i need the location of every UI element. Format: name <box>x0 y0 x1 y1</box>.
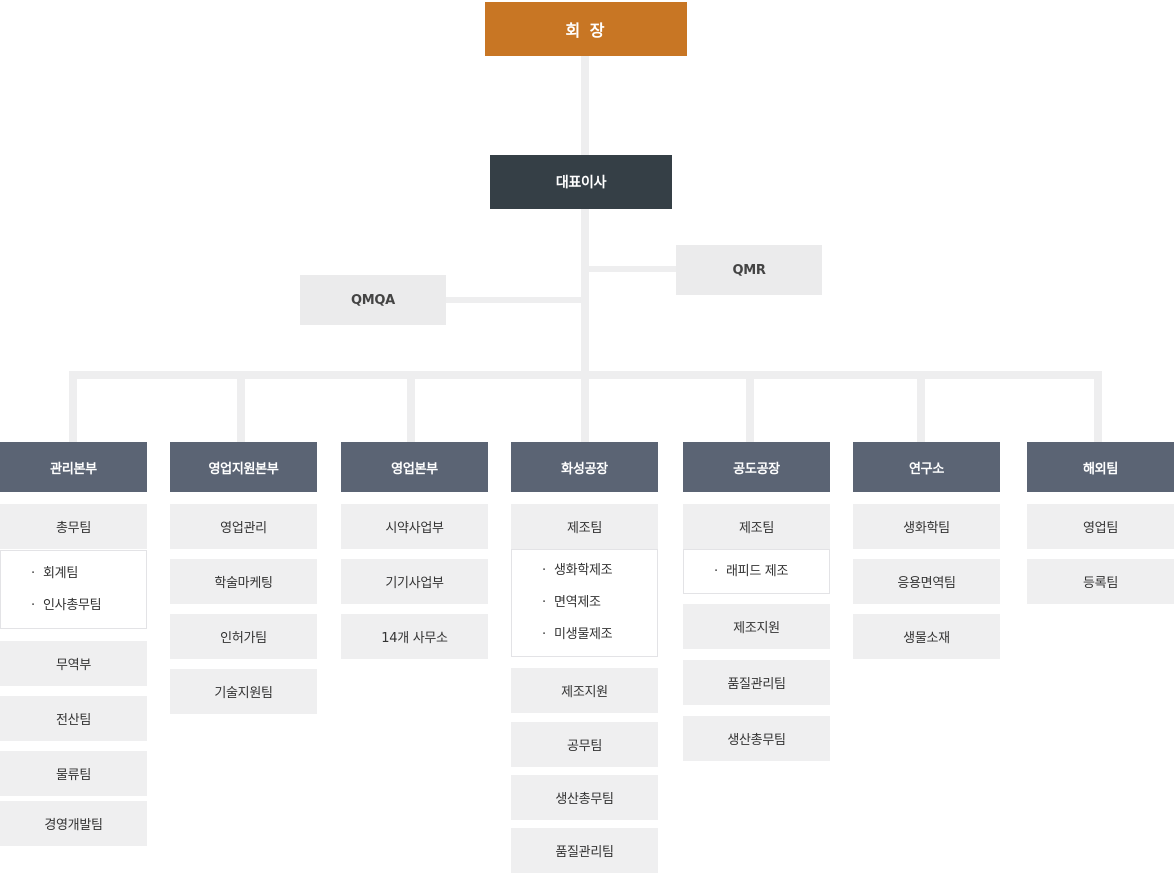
sub-team-item: ·미생물제조 <box>542 619 657 651</box>
connector-horizontal-bar <box>69 371 1102 379</box>
team-box: 공무팀 <box>511 722 658 767</box>
division-header-sales: 영업본부 <box>341 442 488 492</box>
connector-chair-ceo <box>581 56 589 155</box>
team-box: 영업팀 <box>1027 504 1174 549</box>
team-box: 경영개발팀 <box>0 801 147 846</box>
team-box: 생산총무팀 <box>511 775 658 820</box>
connector-qmqa <box>446 297 581 303</box>
connector-drop-3 <box>407 379 415 442</box>
sub-team-list: ·래피드 제조 <box>683 549 830 594</box>
team-box: 제조팀 <box>511 504 658 549</box>
sub-team-item: ·인사총무팀 <box>31 590 146 622</box>
team-box: 물류팀 <box>0 751 147 796</box>
connector-drop-7 <box>1094 379 1102 442</box>
team-box: 등록팀 <box>1027 559 1174 604</box>
division-header-sales-support: 영업지원본부 <box>170 442 317 492</box>
team-box: 생화학팀 <box>853 504 1000 549</box>
ceo-box: 대표이사 <box>490 155 672 209</box>
team-box: 제조팀 <box>683 504 830 549</box>
bullet-icon: · <box>542 627 546 642</box>
sub-team-list: ·회계팀 ·인사총무팀 <box>0 550 147 629</box>
connector-drop-1 <box>69 379 77 442</box>
sub-team-list: ·생화학제조 ·면역제조 ·미생물제조 <box>511 549 658 657</box>
division-header-research-lab: 연구소 <box>853 442 1000 492</box>
team-box: 제조지원 <box>683 604 830 649</box>
division-header-overseas: 해외팀 <box>1027 442 1174 492</box>
team-box: 응용면역팀 <box>853 559 1000 604</box>
connector-drop-5 <box>746 379 754 442</box>
qmr-box: QMR <box>676 245 822 295</box>
team-box: 총무팀 <box>0 504 147 549</box>
connector-qmr <box>589 266 676 272</box>
sub-team-item: ·래피드 제조 <box>714 556 829 588</box>
bullet-icon: · <box>31 597 35 613</box>
sub-team-item: ·면역제조 <box>542 587 657 619</box>
division-header-management: 관리본부 <box>0 442 147 492</box>
bullet-icon: · <box>714 563 718 579</box>
team-box: 품질관리팀 <box>511 828 658 873</box>
team-box: 제조지원 <box>511 668 658 713</box>
team-box: 전산팀 <box>0 696 147 741</box>
team-box: 14개 사무소 <box>341 614 488 659</box>
bullet-icon: · <box>542 595 546 610</box>
team-box: 시약사업부 <box>341 504 488 549</box>
team-box: 기술지원팀 <box>170 669 317 714</box>
connector-drop-2 <box>237 379 245 442</box>
team-box: 인허가팀 <box>170 614 317 659</box>
chairman-box: 회 장 <box>485 2 687 56</box>
qmqa-box: QMQA <box>300 275 446 325</box>
bullet-icon: · <box>542 563 546 578</box>
team-box: 학술마케팅 <box>170 559 317 604</box>
division-header-hwaseong-factory: 화성공장 <box>511 442 658 492</box>
connector-drop-6 <box>917 379 925 442</box>
team-box: 생산총무팀 <box>683 716 830 761</box>
team-box: 생물소재 <box>853 614 1000 659</box>
bullet-icon: · <box>31 565 35 581</box>
team-box: 영업관리 <box>170 504 317 549</box>
sub-team-item: ·생화학제조 <box>542 555 657 587</box>
division-header-gongdo-factory: 공도공장 <box>683 442 830 492</box>
team-box: 무역부 <box>0 641 147 686</box>
team-box: 기기사업부 <box>341 559 488 604</box>
sub-team-item: ·회계팀 <box>31 558 146 590</box>
team-box: 품질관리팀 <box>683 660 830 705</box>
connector-ceo-trunk <box>581 209 589 442</box>
